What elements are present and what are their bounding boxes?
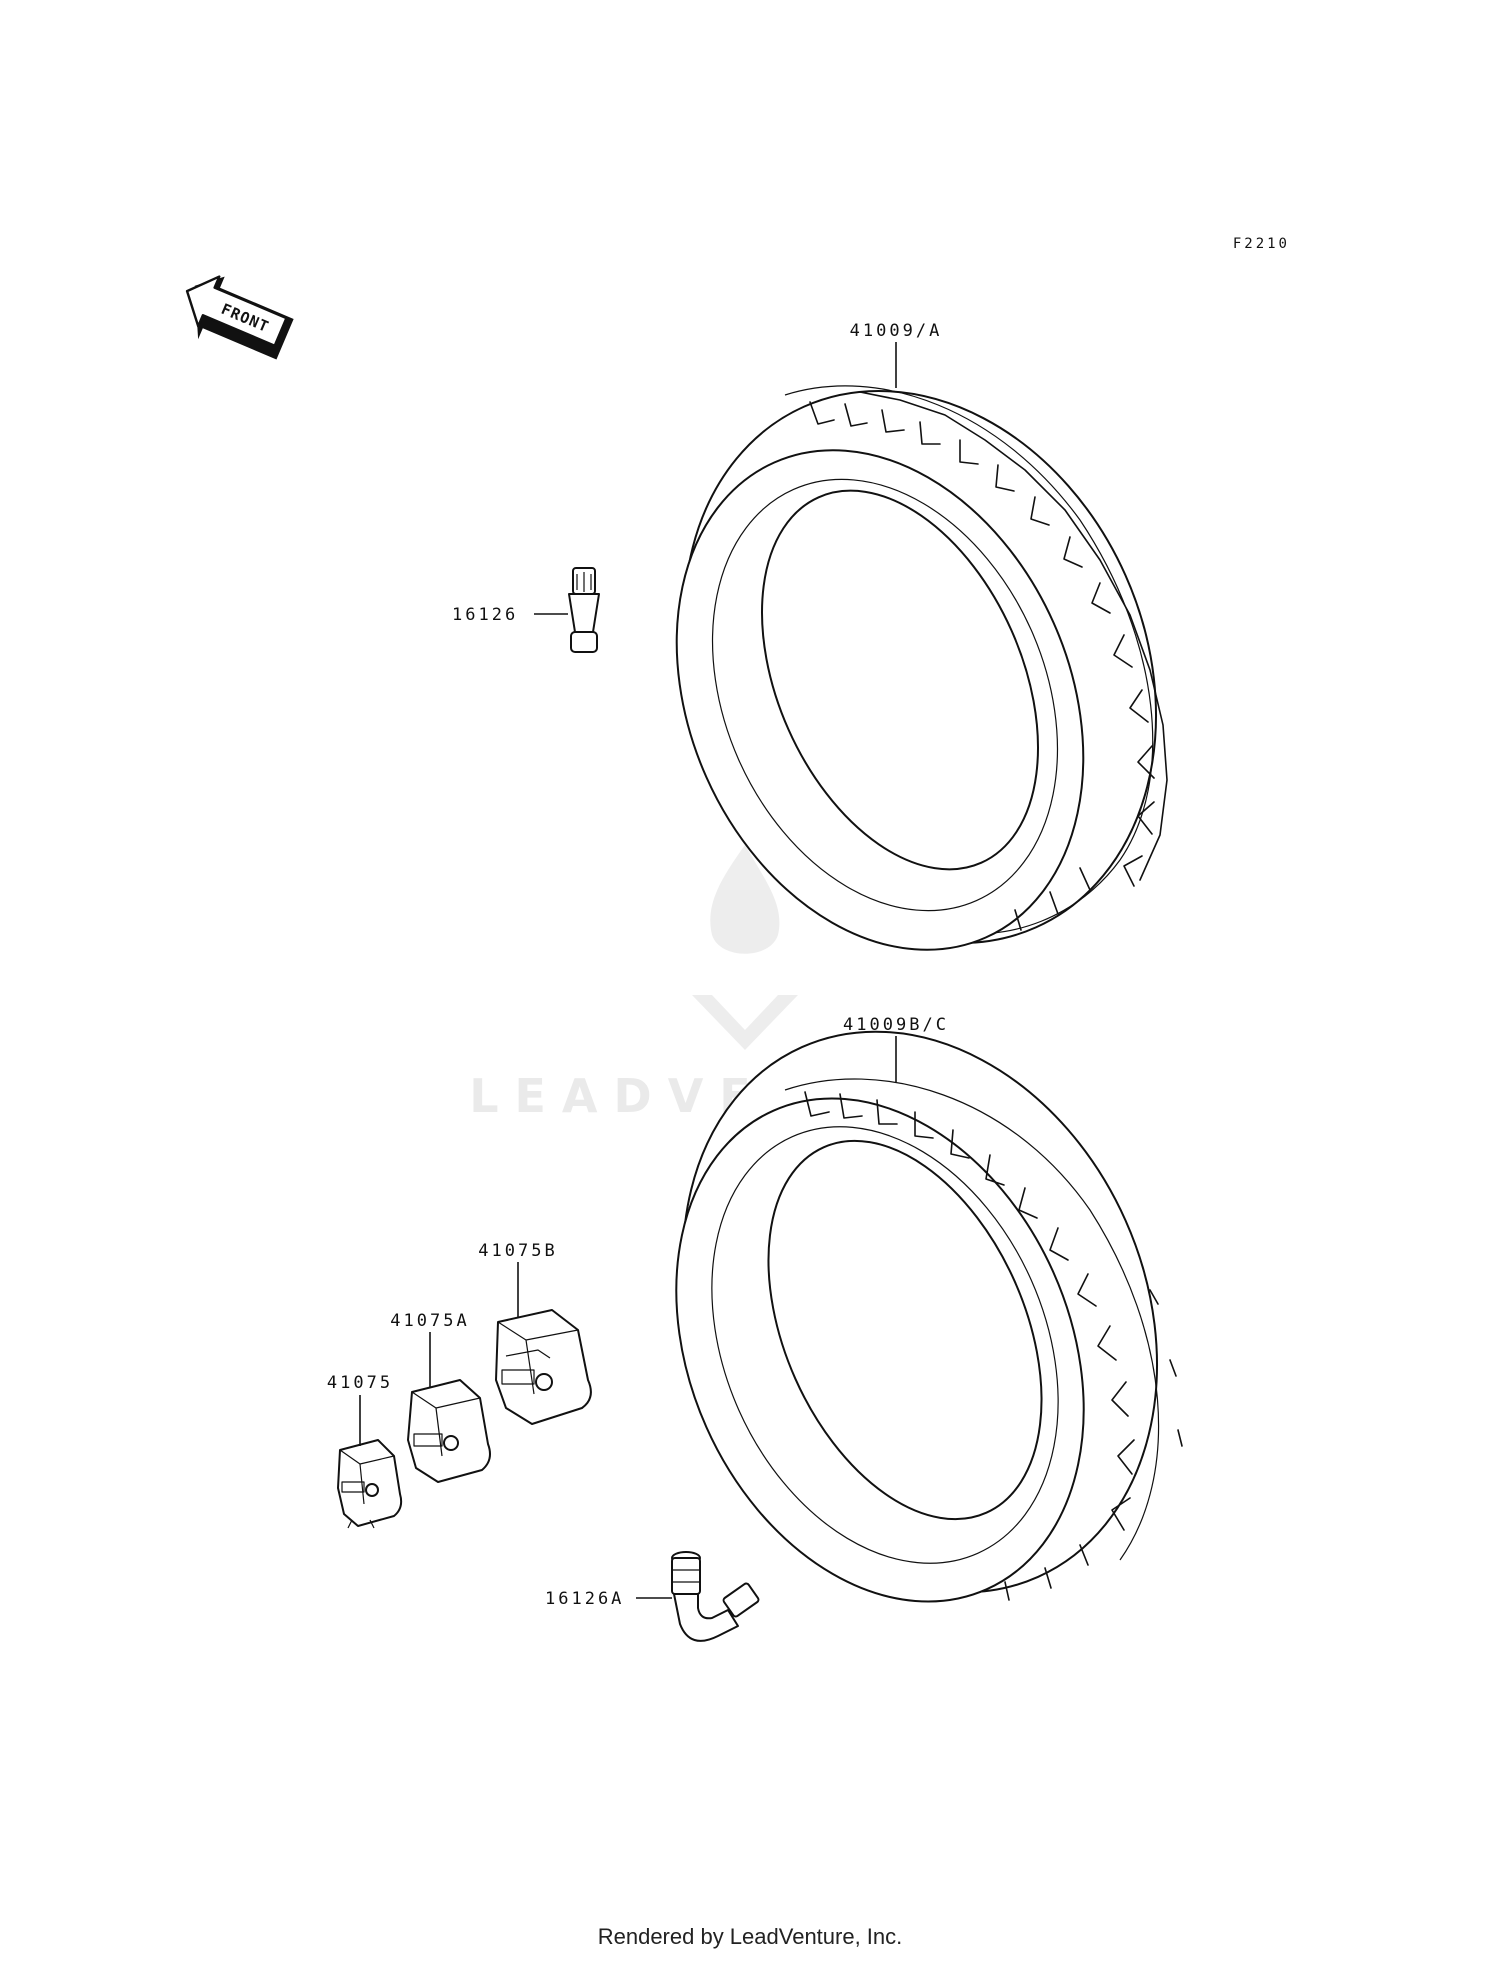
tire-front-inner <box>767 1139 1043 1521</box>
weight-small-label <box>341 1481 365 1493</box>
tire-rear: 41009/A <box>675 321 1168 951</box>
weight-medium: 41075A <box>390 1311 491 1483</box>
tire-rear-inner <box>761 489 1039 871</box>
valve-straight-callout: 16126 <box>452 605 518 625</box>
valve-angled: 16126A <box>545 1551 760 1642</box>
watermark-flame-icon <box>710 845 780 954</box>
weight-medium-screw <box>443 1435 459 1451</box>
tire-rear-bead <box>711 478 1059 912</box>
valve-angled-cap <box>722 1582 760 1618</box>
tire-rear-tread-line <box>859 391 1168 881</box>
weight-small-callout: 41075 <box>327 1373 393 1393</box>
weight-medium-label <box>413 1433 443 1447</box>
tire-front-tread-edge <box>784 1078 1160 1561</box>
weight-small: 41075 <box>327 1373 403 1529</box>
tire-front: 41009B/C <box>675 1015 1183 1603</box>
weight-large-callout: 41075B <box>478 1241 557 1261</box>
tire-front-callout: 41009B/C <box>843 1015 949 1035</box>
weight-large-label <box>501 1369 535 1385</box>
weight-medium-body <box>407 1379 491 1483</box>
figure-code: F2210 <box>1233 236 1290 252</box>
weight-large-body <box>495 1309 592 1425</box>
weight-small-screw <box>365 1483 379 1497</box>
footer-credit: Rendered by LeadVenture, Inc. <box>598 1924 903 1949</box>
front-arrow-icon <box>185 275 288 347</box>
weight-small-body <box>337 1439 403 1527</box>
valve-angled-elbow <box>673 1593 739 1642</box>
valve-straight: 16126 <box>452 567 600 653</box>
tire-rear-callout: 41009/A <box>850 321 943 341</box>
front-arrow: FRONT <box>185 275 294 360</box>
tire-rear-tread-blocks <box>809 401 1155 931</box>
valve-angled-body <box>671 1557 701 1595</box>
weight-large: 41075B <box>478 1241 592 1425</box>
weight-large-screw <box>535 1373 553 1391</box>
valve-angled-callout: 16126A <box>545 1589 624 1609</box>
valve-straight-base <box>570 631 598 653</box>
tire-rear-tread-edge <box>784 385 1154 935</box>
tire-front-bead <box>711 1126 1059 1564</box>
valve-straight-body <box>568 593 600 633</box>
weight-medium-callout: 41075A <box>390 1311 469 1331</box>
tire-front-tread-blocks <box>804 1091 1183 1601</box>
watermark-chevron-icon <box>692 995 798 1050</box>
